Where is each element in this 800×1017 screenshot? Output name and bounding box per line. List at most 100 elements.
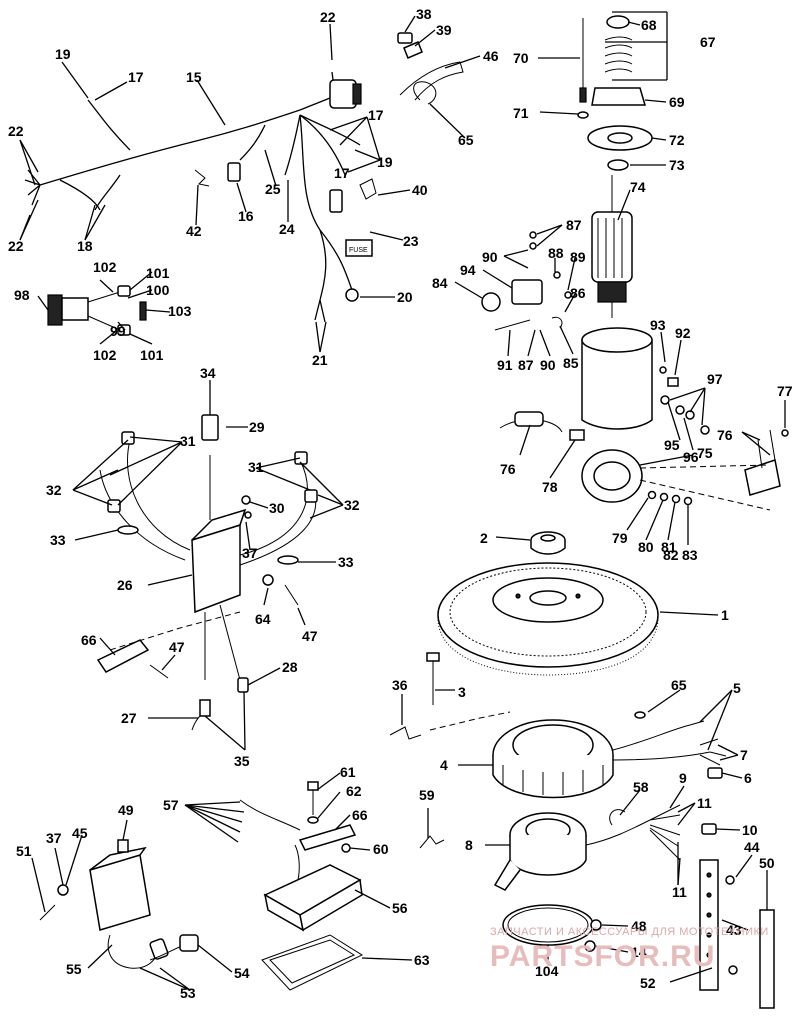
callout: 60 — [373, 841, 389, 857]
callout: 17 — [368, 107, 384, 123]
callout: 2 — [480, 530, 488, 546]
callout: 84 — [432, 275, 448, 291]
callout: 39 — [436, 22, 452, 38]
terminal-strip — [699, 859, 775, 1009]
starter-drive-assembly — [577, 15, 653, 171]
callout: 86 — [570, 285, 586, 301]
callout: 48 — [631, 918, 647, 934]
callout: 69 — [669, 94, 685, 110]
callout: 9 — [679, 770, 687, 786]
flywheel-nut — [530, 531, 566, 555]
callout: 16 — [238, 208, 254, 224]
callout: 97 — [707, 371, 723, 387]
callout: 40 — [412, 182, 428, 198]
timer-hardware — [584, 919, 602, 952]
stator-leads — [612, 711, 727, 779]
callout: 76 — [717, 427, 733, 443]
callout: 98 — [14, 287, 30, 303]
watermark-logo: PARTSFOR.RU — [490, 940, 715, 973]
bracket-parts — [397, 32, 464, 105]
callout: 88 — [548, 245, 564, 261]
callout: 14 — [631, 944, 647, 960]
callout: 65 — [671, 677, 687, 693]
stator-bolt — [426, 652, 440, 705]
callout: 81 — [661, 539, 677, 555]
ring-terminal — [345, 288, 359, 302]
callout: 64 — [255, 611, 271, 627]
callout: 29 — [249, 419, 265, 435]
callout: 15 — [186, 69, 202, 85]
callout: 53 — [180, 985, 196, 1001]
clip-42 — [194, 169, 210, 187]
callout: 10 — [742, 822, 758, 838]
callout: 102 — [93, 259, 117, 275]
callout: 80 — [638, 539, 654, 555]
callout: 99 — [110, 323, 126, 339]
callout: 74 — [630, 179, 646, 195]
spark-plug-boots — [107, 934, 199, 969]
plug — [227, 162, 241, 182]
callout: 72 — [669, 132, 685, 148]
callout: 42 — [186, 223, 202, 239]
callout: 89 — [570, 249, 586, 265]
callout: 51 — [16, 843, 32, 859]
callout: 6 — [744, 770, 752, 786]
callout: 92 — [675, 325, 691, 341]
callout: 32 — [46, 482, 62, 498]
callout: 26 — [117, 577, 133, 593]
callout: 34 — [200, 365, 216, 381]
callout-labels: 22 38 39 46 65 19 17 15 22 22 18 17 19 1… — [8, 6, 793, 1001]
callout: 57 — [163, 797, 179, 813]
callout: 70 — [513, 50, 529, 66]
callout: 79 — [612, 530, 628, 546]
callout: 27 — [121, 710, 137, 726]
timer-base — [493, 804, 717, 946]
callout: 19 — [377, 154, 393, 170]
callout: 68 — [641, 17, 657, 33]
callout: 71 — [513, 105, 529, 121]
leader-lines — [19, 11, 786, 991]
callout: 82 — [663, 547, 679, 563]
callout: 90 — [540, 357, 556, 373]
callout: 62 — [346, 783, 362, 799]
fuse-holder: FUSE — [329, 189, 373, 257]
callout: 73 — [669, 157, 685, 173]
callout: 94 — [460, 262, 476, 278]
callout: 43 — [726, 922, 742, 938]
connector-pack-98 — [47, 285, 147, 336]
callout: 25 — [265, 181, 281, 197]
callout: 28 — [282, 659, 298, 675]
callout: 31 — [180, 433, 196, 449]
callout: 5 — [733, 680, 741, 696]
callout: 33 — [338, 554, 354, 570]
callout: 61 — [340, 764, 356, 780]
callout: 78 — [542, 479, 558, 495]
callout: 75 — [697, 445, 713, 461]
callout: 44 — [744, 839, 760, 855]
callout: 38 — [416, 6, 432, 22]
callout: 66 — [81, 632, 97, 648]
callout: 100 — [146, 282, 170, 298]
callout: 58 — [633, 779, 649, 795]
callout: 55 — [66, 961, 82, 977]
starter-frame — [581, 327, 653, 430]
callout: 83 — [682, 547, 698, 563]
callout: 33 — [50, 532, 66, 548]
starter-lower-end — [581, 429, 789, 511]
callout: 102 — [93, 347, 117, 363]
pack-bracket — [96, 495, 299, 679]
callout: 54 — [234, 965, 250, 981]
callout: 47 — [302, 628, 318, 644]
callout: 103 — [168, 303, 192, 319]
callout: 18 — [77, 238, 93, 254]
callout: 7 — [740, 747, 748, 763]
callout: 46 — [483, 48, 499, 64]
callout: 22 — [8, 238, 24, 254]
power-pack — [99, 414, 318, 731]
callout: 76 — [500, 461, 516, 477]
callout: 37 — [242, 545, 258, 561]
callout: 35 — [234, 753, 250, 769]
callout: 11 — [697, 795, 712, 811]
callout: 101 — [140, 347, 164, 363]
